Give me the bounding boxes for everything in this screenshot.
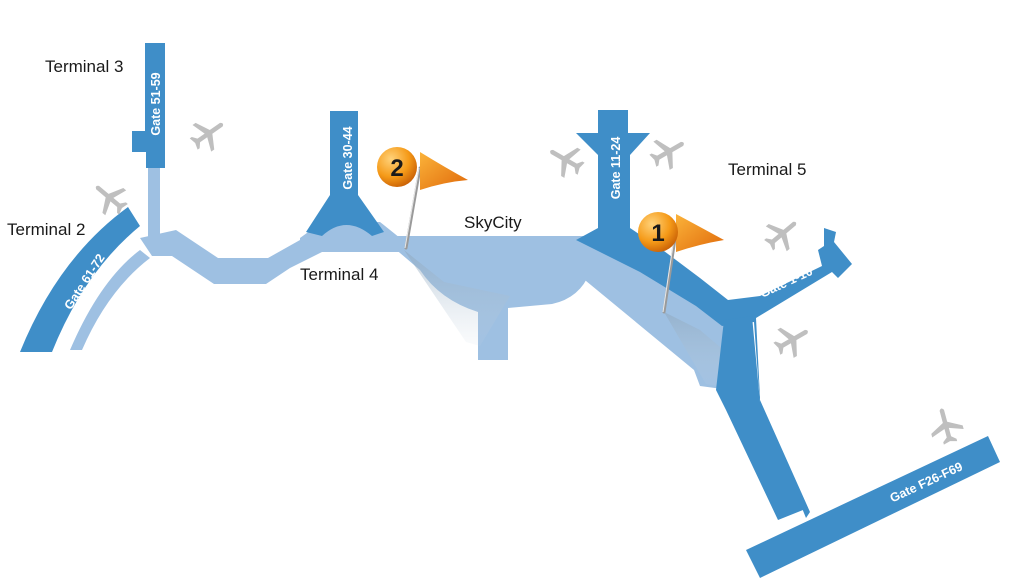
gate-11-24-concourse	[576, 110, 852, 518]
gate-f26-f69-concourse	[746, 436, 1000, 578]
flag-marker-2[interactable]: 2	[377, 147, 468, 250]
gate-30-44-concourse	[306, 111, 384, 236]
flag-marker-1[interactable]: 1	[638, 212, 724, 314]
gate-label-30-44: Gate 30-44	[341, 126, 355, 189]
terminal-5-label: Terminal 5	[728, 160, 806, 179]
gate-structures	[20, 43, 1000, 578]
airplane-icon	[644, 128, 692, 175]
gate-51-59-concourse	[132, 43, 165, 168]
airplane-icon	[768, 316, 816, 363]
airplane-icon	[758, 209, 807, 258]
gate-label-11-24: Gate 11-24	[609, 137, 623, 200]
corridor-to-gate-f	[716, 316, 808, 520]
terminal-2-label: Terminal 2	[7, 220, 85, 239]
airplane-icon	[184, 110, 233, 158]
flag-marker-icon	[676, 214, 724, 252]
corridors	[70, 162, 732, 390]
terminal-labels: Terminal 3 Terminal 2 Terminal 4 SkyCity…	[7, 57, 806, 284]
flag-marker-icon	[420, 152, 468, 190]
gate-61-72-concourse	[20, 207, 140, 352]
gate-label-51-59: Gate 51-59	[149, 72, 163, 135]
terminal-3-label: Terminal 3	[45, 57, 123, 76]
airplane-icon	[925, 404, 967, 448]
skycity-label: SkyCity	[464, 213, 522, 232]
flag-1-number: 1	[651, 220, 664, 247]
airplane-icon	[542, 136, 590, 183]
terminal-4-label: Terminal 4	[300, 265, 378, 284]
flag-2-number: 2	[390, 155, 403, 182]
